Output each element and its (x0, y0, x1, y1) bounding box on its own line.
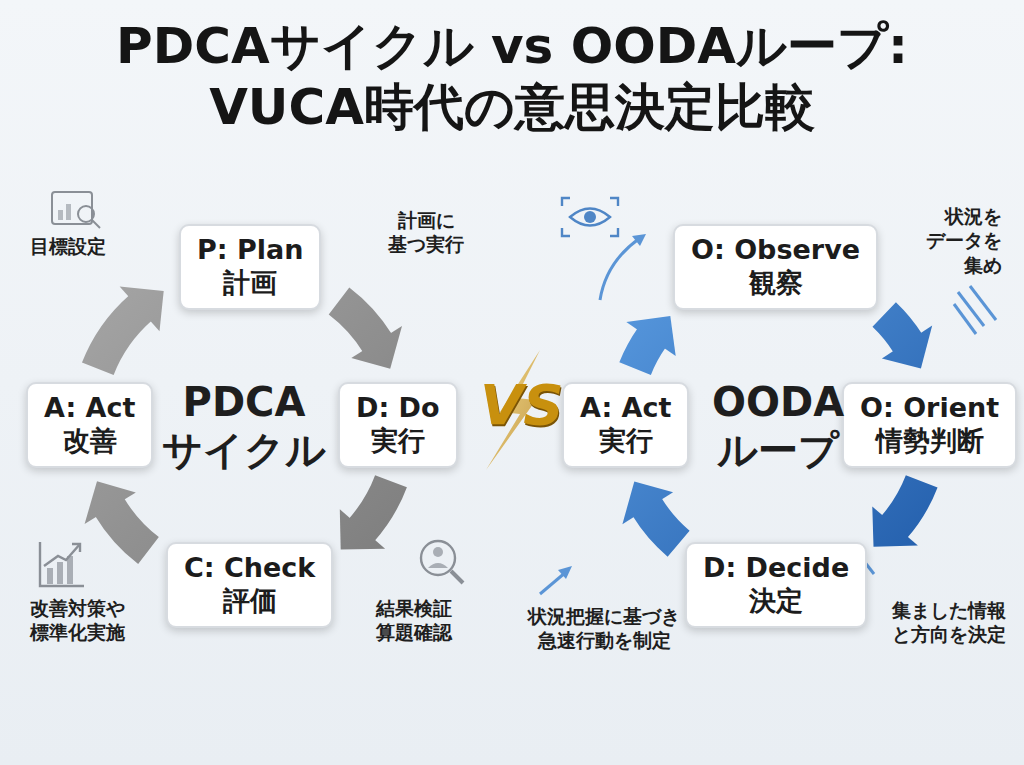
cycle-arrow (339, 301, 402, 369)
arrow-body (98, 308, 141, 369)
arrow-head (340, 509, 385, 549)
arrow-body (884, 315, 908, 344)
step-heading: O: Orient (860, 392, 999, 425)
annotation: 目標設定 (30, 234, 106, 258)
arrow-body (647, 507, 679, 544)
arrow-head (120, 286, 164, 331)
arrow-body (361, 481, 391, 530)
arrow-head (622, 481, 673, 524)
process-box: P: Plan計画 (179, 224, 321, 310)
process-box: A: Act実行 (562, 382, 689, 468)
step-heading: A: Act (580, 392, 671, 425)
cycle-arrow (872, 481, 921, 546)
arrow-body (109, 507, 148, 551)
annotation: 結果検証 算題確認 (376, 596, 452, 645)
annotation: 状況把握に基づき 急速行動を制定 (528, 604, 680, 653)
versus-mark: VS (480, 372, 564, 437)
eye-icon (562, 198, 618, 236)
annotation: 改善対策や 標準化実施 (30, 596, 125, 645)
arrow-head (626, 316, 675, 356)
cycle-arrow (85, 481, 149, 550)
arrow-body (635, 338, 652, 369)
arrow-head (872, 507, 918, 547)
process-box: O: Observe観察 (673, 224, 878, 310)
cycle-arrow (98, 286, 164, 368)
annotation: 計画に 基つ実行 (388, 208, 464, 257)
step-heading: D: Do (356, 392, 440, 425)
step-name: 決定 (703, 585, 849, 618)
arrow-body (894, 481, 922, 527)
step-heading: C: Check (184, 552, 315, 585)
chart-icon (52, 192, 100, 228)
step-name: 観察 (691, 267, 860, 300)
diagram-title: PDCAサイクル vs OODAループ: VUCA時代の意思決定比較 (32, 16, 992, 138)
arrow-head (85, 481, 136, 524)
arrow-head (882, 326, 932, 369)
step-name: 実行 (356, 425, 440, 458)
step-heading: A: Act (44, 392, 135, 425)
step-heading: D: Decide (703, 552, 849, 585)
annotation: 状況を データを 集め (926, 204, 1002, 277)
step-name: 評価 (184, 585, 315, 618)
cycle-arrow (340, 481, 391, 549)
growth-chart-icon (40, 542, 84, 586)
process-box: C: Check評価 (166, 542, 333, 628)
process-box: O: Orient情勢判断 (842, 382, 1017, 468)
cycle-arrow (626, 316, 675, 369)
arrow-head (351, 326, 402, 369)
loop-center-title: OODA ループ (712, 378, 844, 474)
step-name: 改善 (44, 425, 135, 458)
step-name: 情勢判断 (860, 425, 999, 458)
search-person-icon (421, 541, 463, 583)
process-box: A: Act改善 (26, 382, 153, 468)
step-name: 計画 (197, 267, 303, 300)
cycle-arrow (622, 481, 678, 543)
step-heading: P: Plan (197, 234, 303, 267)
cycle-center-title: PDCA サイクル (162, 378, 326, 474)
cycle-arrow (882, 315, 932, 369)
process-box: D: Do実行 (338, 382, 458, 468)
annotation: 集ました情報 と方向を決定 (892, 598, 1006, 647)
step-name: 実行 (580, 425, 671, 458)
step-heading: O: Observe (691, 234, 860, 267)
arrow-body (339, 301, 378, 343)
process-box: D: Decide決定 (685, 542, 867, 628)
